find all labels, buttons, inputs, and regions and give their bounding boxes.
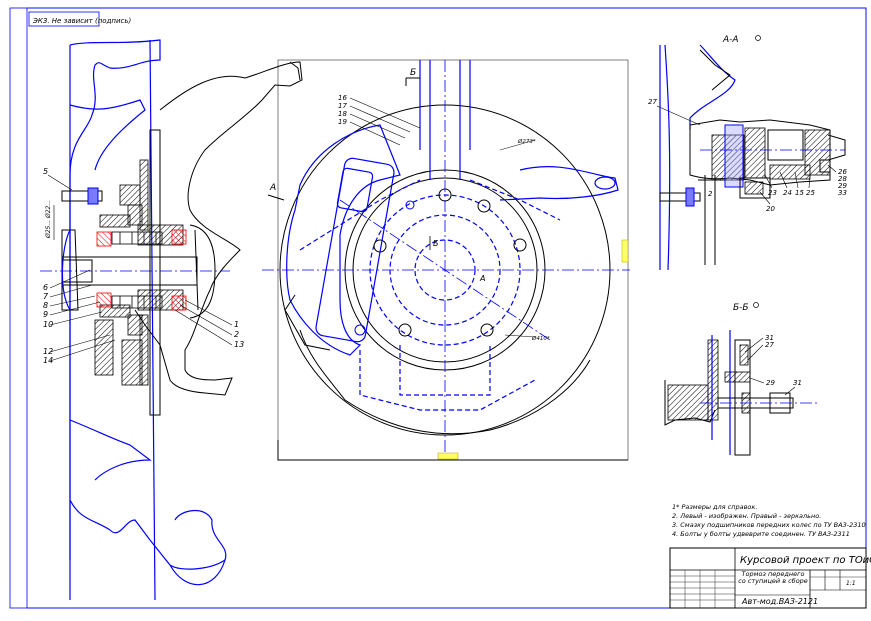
callout: 10 [43, 320, 53, 329]
note-line: 2. Левый - изображен. Правый - зеркально… [672, 512, 821, 520]
callout: 17 [338, 102, 347, 110]
callout: 29 [838, 182, 847, 190]
center-section-markers: Б А А Б [267, 68, 485, 283]
center-dimensions: Ø273* Ø410* [437, 138, 629, 460]
section-bb: Б-Б [664, 302, 820, 456]
section-aa-title: А-А [722, 35, 739, 45]
callout: 28 [838, 175, 847, 183]
note-line: 1* Размеры для справок. [672, 503, 757, 511]
callout: 12 [43, 347, 53, 356]
left-hub-section [40, 39, 303, 601]
title-block-scale: 1:1 [846, 580, 856, 587]
callout: 29 [766, 379, 775, 387]
callout: 25 [806, 189, 815, 197]
center-brake-view [262, 59, 630, 461]
callout: 13 [234, 340, 244, 349]
callout: 31 [793, 379, 802, 387]
callout: 33 [838, 189, 847, 197]
corner-stamp: ЭКЗ. Не зависит (подпись) [28, 11, 132, 27]
callout: 27 [648, 98, 657, 106]
callout: 5 [43, 167, 48, 176]
title-block: Курсовой проект по ТОиС Тормоз переднего… [669, 547, 871, 609]
callout: 31 [765, 334, 774, 342]
section-aa: А-А [659, 35, 846, 271]
bb-callouts: 31 27 29 31 [744, 334, 802, 396]
callout: 7 [43, 292, 49, 301]
callout: 19 [338, 118, 347, 126]
section-marker-b: Б [410, 68, 416, 78]
callout: 24 [783, 189, 792, 197]
callout: 26 [838, 168, 847, 176]
callout: 14 [43, 356, 53, 365]
callout: 2 [234, 330, 239, 339]
corner-stamp-text: ЭКЗ. Не зависит (подпись) [32, 17, 132, 25]
section-marker-a: А [269, 183, 276, 193]
callout: 9 [43, 310, 48, 319]
section-bb-title: Б-Б [733, 303, 749, 313]
callout: 16 [338, 94, 347, 102]
callout: 8 [43, 301, 48, 310]
dimension-text: Ø410* [531, 335, 550, 342]
callout: 23 [768, 189, 777, 197]
left-dimension-text: Ø25... Ø22... [45, 200, 52, 239]
callout: 27 [765, 341, 774, 349]
title-block-title: Тормоз переднего со ступицей в сборе [738, 571, 808, 585]
callout: 18 [338, 110, 347, 118]
section-marker-a-center: А [479, 274, 485, 283]
title-block-model: Авт-мод.ВАЗ-2121 [741, 597, 818, 606]
technical-notes: 1* Размеры для справок. 2. Левый - изобр… [672, 503, 866, 538]
callout: 2 [708, 190, 713, 198]
callout: 1 [234, 320, 239, 329]
left-dimension: Ø25... Ø22... [45, 200, 55, 240]
inner-frame [26, 7, 867, 609]
center-callouts: 16 17 18 19 [338, 94, 421, 146]
section-marker-b-center: Б [433, 239, 439, 248]
note-line: 4. Болты у болты удвеврите соединен. ТУ … [672, 530, 850, 538]
title-block-project: Курсовой проект по ТОиС [740, 555, 871, 566]
callout: 20 [766, 205, 775, 213]
note-line: 3. Смазку подшипников передних колес по … [672, 521, 866, 529]
callout: 15 [795, 189, 804, 197]
dimension-text: Ø273* [517, 138, 536, 145]
aa-callouts: 27 2 23 24 15 25 26 20 28 29 33 [648, 98, 847, 213]
title-block-title-wrap: Тормоз переднего со ступицей в сборе [738, 571, 808, 585]
left-callouts: 5 6 7 8 9 10 12 14 1 2 13 [43, 167, 244, 365]
callout: 6 [43, 283, 48, 292]
